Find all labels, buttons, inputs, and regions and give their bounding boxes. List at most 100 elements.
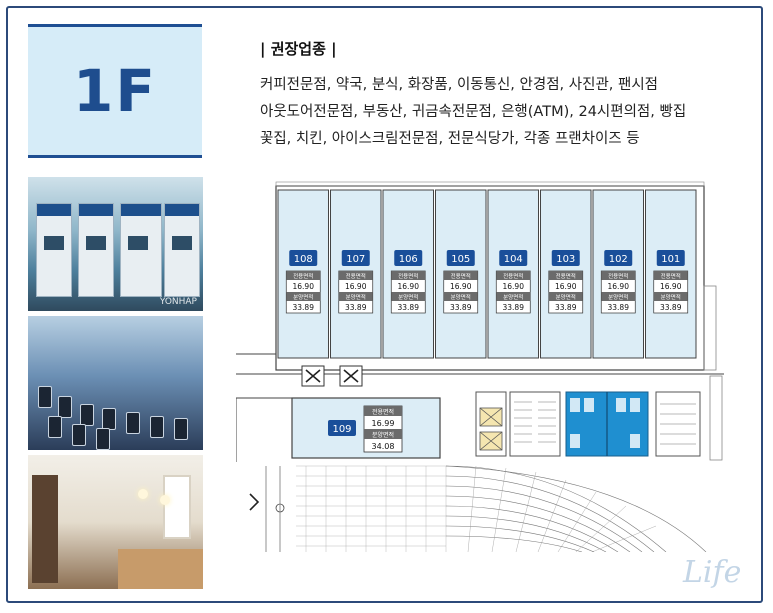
area-label-sale: 분양면적 [293, 293, 313, 301]
area-label-sale: 분양면적 [451, 293, 471, 301]
phone-display [174, 418, 188, 440]
area-label-sale: 분양면적 [503, 293, 523, 301]
area-sale-value: 33.89 [450, 303, 472, 312]
area-header [496, 271, 531, 280]
area-sale-value: 33.89 [608, 303, 630, 312]
photo-atm: YONHAP [28, 177, 203, 311]
phone-display [48, 416, 62, 438]
unit-number: 108 [294, 254, 313, 265]
area-header [338, 271, 373, 280]
area-label-exclusive: 전용면적 [451, 272, 471, 280]
photo-watermark: YONHAP [159, 297, 197, 307]
category-description: 커피전문점, 약국, 분식, 화장품, 이동통신, 안경점, 사진관, 팬시점 … [260, 72, 740, 153]
area-sale-value: 33.89 [398, 303, 420, 312]
atm-machine [120, 203, 162, 297]
area-header [601, 271, 636, 280]
photo-bakery [28, 455, 203, 589]
area-header [601, 292, 636, 301]
staircase [509, 391, 561, 457]
phone-display [126, 412, 140, 434]
area-label-exclusive: 전용면적 [346, 272, 366, 280]
phone-display [58, 396, 72, 418]
photo-phone-store [28, 316, 203, 450]
atm-machine [36, 203, 72, 297]
area-label-exclusive: 전용면적 [661, 272, 681, 280]
unit-badge [289, 250, 318, 266]
store-units: 108전용면적16.90분양면적33.89107전용면적16.90분양면적33.… [277, 189, 697, 359]
area-exclusive-value: 16.90 [503, 282, 525, 291]
area-exclusive-value: 16.90 [608, 282, 630, 291]
entrance-arrow [249, 493, 260, 511]
area-label-exclusive: 전용면적 [608, 272, 628, 280]
category-line: 커피전문점, 약국, 분식, 화장품, 이동통신, 안경점, 사진관, 팬시점 [260, 77, 659, 93]
unit-number: 103 [556, 254, 575, 265]
unit-number: 101 [661, 254, 680, 265]
bakery-counter [118, 549, 203, 589]
area-header [286, 292, 321, 301]
unit-badge [328, 420, 356, 436]
area-label-exclusive: 전용면적 [372, 408, 394, 416]
unit-badge [394, 250, 423, 266]
unit-badge [604, 250, 633, 266]
area-label-sale: 분양면적 [556, 293, 576, 301]
plaza-grid [296, 465, 447, 552]
area-sale-value: 34.08 [372, 442, 395, 451]
phone-display [150, 416, 164, 438]
unit-number: 104 [504, 254, 523, 265]
area-header [653, 292, 688, 301]
floor-plan: 108전용면적16.90분양면적33.89107전용면적16.90분양면적33.… [236, 181, 724, 552]
area-exclusive-value: 16.90 [345, 282, 367, 291]
area-sale-value: 33.89 [503, 303, 525, 312]
area-label-exclusive: 전용면적 [398, 272, 418, 280]
area-header [286, 271, 321, 280]
phone-display [80, 404, 94, 426]
area-exclusive-value: 16.99 [372, 419, 395, 428]
area-header [443, 292, 478, 301]
category-line: 꽃집, 치킨, 아이스크림전문점, 전문식당가, 각종 프랜차이즈 등 [260, 131, 640, 147]
bakery-shelf [32, 475, 58, 583]
area-exclusive-value: 16.90 [293, 282, 315, 291]
floor-label: 1F [73, 57, 157, 125]
unit-badge [656, 250, 685, 266]
area-sale-value: 33.89 [555, 303, 577, 312]
store-unit-103: 103 전용면적 16.90 분양면적 33.89 [540, 189, 592, 359]
area-exclusive-value: 16.90 [450, 282, 472, 291]
atm-machine [164, 203, 200, 297]
area-exclusive-value: 16.90 [398, 282, 420, 291]
phone-display [38, 386, 52, 408]
pendant-lamp [160, 495, 170, 505]
area-header [391, 271, 426, 280]
area-sale-value: 33.89 [293, 303, 315, 312]
atm-machine [78, 203, 114, 297]
unit-number: 106 [399, 254, 418, 265]
category-title: | 권장업종 | [260, 40, 337, 58]
phone-display [102, 408, 116, 430]
bakery-window [163, 475, 191, 539]
unit-badge [551, 250, 580, 266]
area-header [338, 292, 373, 301]
staircase [655, 391, 701, 457]
curved-steps [445, 465, 707, 552]
area-label-sale: 분양면적 [608, 293, 628, 301]
area-header [443, 271, 478, 280]
area-sale-value: 33.89 [345, 303, 367, 312]
area-sale-value: 33.89 [660, 303, 682, 312]
area-label-sale: 분양면적 [372, 431, 394, 439]
area-label-sale: 분양면적 [661, 293, 681, 301]
area-label-exclusive: 전용면적 [556, 272, 576, 280]
area-exclusive-value: 16.90 [555, 282, 577, 291]
area-header [548, 292, 583, 301]
unit-number: 109 [332, 424, 351, 435]
floor-badge: 1F [28, 24, 202, 158]
unit-badge [341, 250, 370, 266]
phone-display [72, 424, 86, 446]
phone-display [96, 428, 110, 450]
area-label-sale: 분양면적 [346, 293, 366, 301]
unit-badge [499, 250, 528, 266]
